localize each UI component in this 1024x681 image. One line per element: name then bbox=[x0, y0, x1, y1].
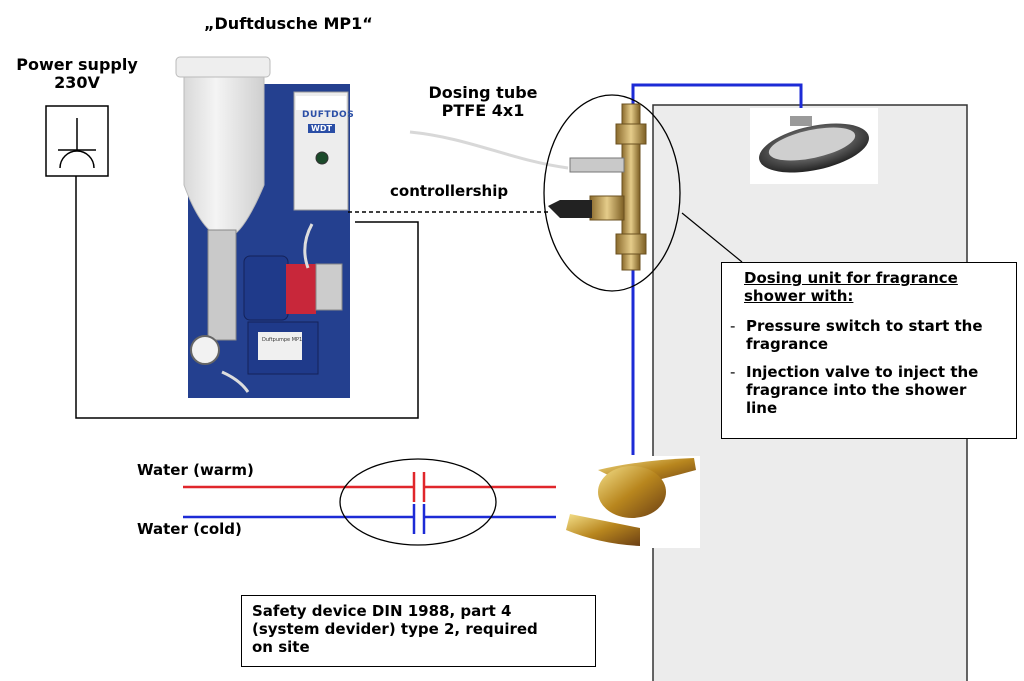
dosing-tube bbox=[409, 130, 569, 170]
safety-line2: (system devider) type 2, required bbox=[252, 620, 538, 638]
mixer-tap bbox=[556, 456, 700, 548]
dosing-unit-item: - Pressure switch to start the fragrance bbox=[730, 317, 1008, 353]
device-brand-label: DUFTDOS bbox=[302, 110, 355, 120]
system-separator bbox=[339, 458, 497, 546]
power-socket-icon bbox=[45, 105, 109, 177]
dosing-unit-highlight bbox=[543, 94, 681, 292]
dosing-unit-item-text: Pressure switch to start the fragrance bbox=[746, 317, 983, 353]
bullet: - bbox=[730, 363, 736, 381]
dosing-fitting bbox=[548, 103, 647, 271]
controllership-label: controllership bbox=[390, 182, 509, 200]
device-title: „Duftdusche MP1“ bbox=[204, 14, 373, 33]
dosing-unit-callout: Dosing unit for fragrance shower with: -… bbox=[721, 262, 1017, 439]
water-cold-label: Water (cold) bbox=[137, 520, 242, 538]
item-line: Injection valve to inject the bbox=[746, 363, 979, 381]
item-line: line bbox=[746, 399, 778, 417]
dosing-unit-item: - Injection valve to inject the fragranc… bbox=[730, 363, 1008, 417]
power-supply-line2: 230V bbox=[54, 73, 100, 92]
safety-line3: on site bbox=[252, 638, 310, 656]
dosing-tube-line1: Dosing tube bbox=[428, 83, 538, 102]
dosing-unit-heading-line2: shower with: bbox=[744, 287, 854, 305]
item-line: Pressure switch to start the bbox=[746, 317, 983, 335]
safety-line1: Safety device DIN 1988, part 4 bbox=[252, 602, 512, 620]
callout-leader bbox=[681, 212, 743, 263]
power-supply-label: Power supply 230V bbox=[12, 56, 142, 92]
bullet: - bbox=[730, 317, 736, 335]
water-warm-label: Water (warm) bbox=[137, 461, 254, 479]
item-line: fragrance bbox=[746, 335, 829, 353]
pump-label: Duftpumpe MP1 bbox=[262, 337, 303, 343]
device-logo: WDT bbox=[308, 124, 335, 133]
power-cable bbox=[75, 176, 419, 419]
item-line: fragrance into the shower bbox=[746, 381, 967, 399]
dosing-unit-item-text: Injection valve to inject the fragrance … bbox=[746, 363, 978, 417]
dosing-tube-label: Dosing tube PTFE 4x1 bbox=[418, 84, 548, 120]
dosing-unit-heading: Dosing unit for fragrance shower with: bbox=[730, 269, 1008, 305]
duftdusche-device bbox=[167, 45, 355, 405]
dosing-tube-line2: PTFE 4x1 bbox=[441, 101, 525, 120]
shower-head bbox=[750, 108, 878, 184]
power-supply-line1: Power supply bbox=[16, 55, 138, 74]
dosing-unit-heading-line1: Dosing unit for fragrance bbox=[744, 269, 958, 287]
safety-device-note: Safety device DIN 1988, part 4 (system d… bbox=[241, 595, 596, 667]
